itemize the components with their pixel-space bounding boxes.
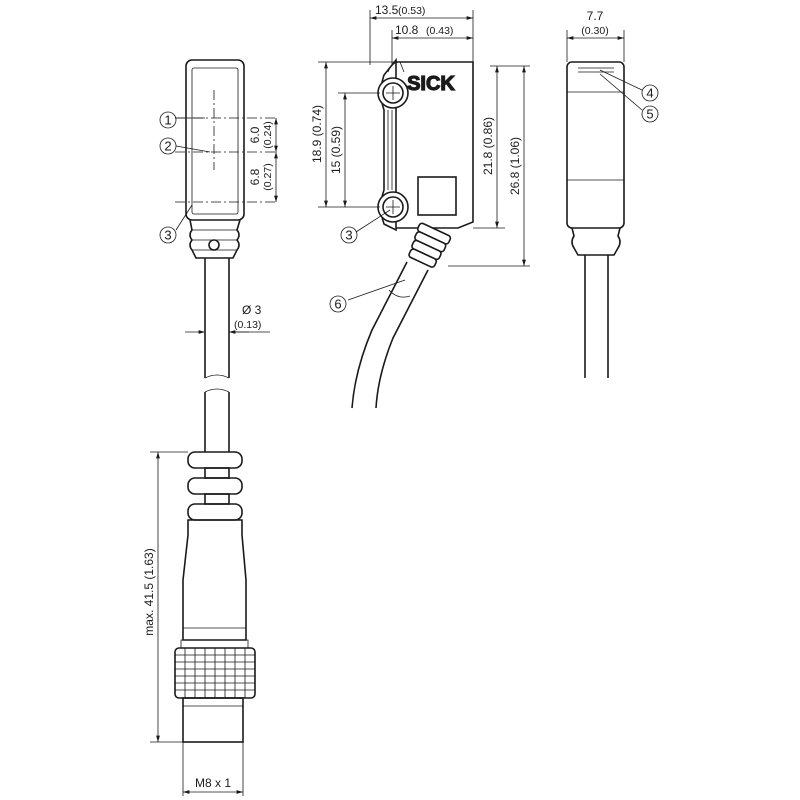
dim-connector-length: max. 41.5 (1.63) <box>142 548 156 635</box>
callouts: 1 2 3 3 4 5 6 <box>159 84 659 313</box>
dim-10-8-inch: (0.43) <box>426 25 453 37</box>
callout-2: 2 <box>159 137 177 155</box>
svg-text:4: 4 <box>646 86 653 101</box>
dim-6-0: 6.0 <box>248 126 262 143</box>
dim-7-7: 7.7 <box>587 9 604 23</box>
dim-13-5-inch: (0.53) <box>398 5 425 17</box>
knurling <box>175 648 255 698</box>
dim-6-0-inch: (0.24) <box>262 121 274 148</box>
dim-26-8: 26.8 (1.06) <box>508 137 522 195</box>
callout-4: 4 <box>641 84 659 102</box>
dim-15: 15 (0.59) <box>329 126 343 174</box>
callout-3-front: 3 <box>159 226 177 244</box>
dim-13-5: 13.5 <box>375 3 399 17</box>
sick-logo: SICK <box>407 73 455 95</box>
dim-21-8: 21.8 (0.86) <box>481 117 495 175</box>
svg-text:2: 2 <box>164 139 171 154</box>
svg-text:6: 6 <box>334 297 341 312</box>
dim-cable-diameter-inch: (0.13) <box>234 319 261 331</box>
side-view: SICK 13.5 (0.53) 10.8 (0.43) 18.9 (0.74)… <box>310 3 530 409</box>
front-view: 6.0 (0.24) 6.8 (0.27) Ø 3 (0.13) <box>175 59 278 452</box>
svg-text:3: 3 <box>345 228 352 243</box>
m8-connector: max. 41.5 (1.63) M8 x 1 <box>142 451 256 796</box>
dim-7-7-inch: (0.30) <box>581 25 608 37</box>
svg-text:5: 5 <box>646 107 653 122</box>
callout-3-side: 3 <box>340 226 358 244</box>
dim-6-8-inch: (0.27) <box>262 163 274 190</box>
callout-6: 6 <box>329 295 347 313</box>
dim-18-9: 18.9 (0.74) <box>310 105 324 163</box>
callout-1: 1 <box>159 111 177 129</box>
dim-10-8: 10.8 <box>395 23 419 37</box>
end-view: 7.7 (0.30) <box>566 9 643 378</box>
dim-thread: M8 x 1 <box>195 776 231 790</box>
callout-5: 5 <box>641 105 659 123</box>
svg-text:1: 1 <box>164 113 171 128</box>
cable-gland <box>408 222 452 268</box>
dim-6-8: 6.8 <box>248 168 262 185</box>
dim-cable-diameter: Ø 3 <box>242 303 262 317</box>
svg-text:3: 3 <box>164 228 171 243</box>
